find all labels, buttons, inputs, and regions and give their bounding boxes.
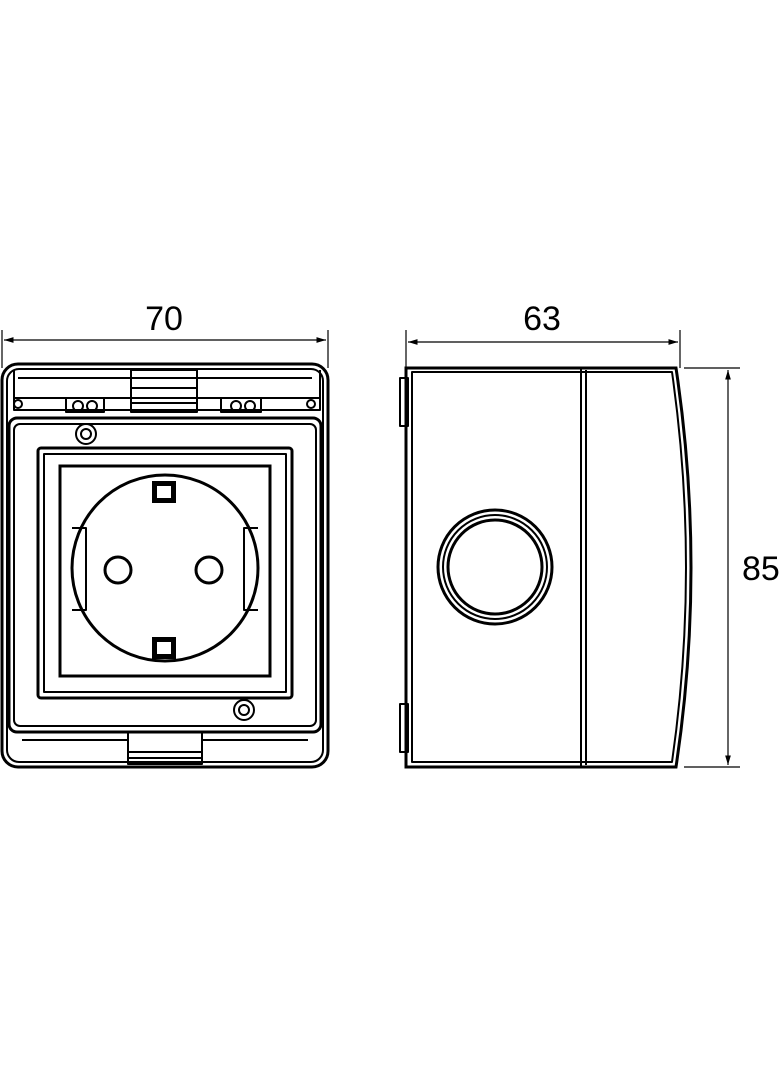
cable-gland-icon	[436, 508, 554, 626]
hinge-bar	[13, 369, 321, 413]
front-view	[0, 362, 330, 769]
socket-face	[70, 473, 260, 663]
width-label: 70	[145, 300, 183, 338]
pin-hole-icon	[194, 555, 224, 585]
screw-icon	[233, 699, 255, 721]
bottom-latch	[22, 731, 308, 765]
pin-hole-icon	[103, 555, 133, 585]
height-dimension: 85	[684, 367, 780, 768]
height-label: 85	[742, 550, 780, 588]
screw-icon	[75, 423, 97, 445]
side-view	[399, 366, 693, 769]
depth-label: 63	[523, 300, 561, 338]
depth-dimension: 63	[405, 300, 681, 368]
width-dimension: 70	[1, 300, 329, 368]
